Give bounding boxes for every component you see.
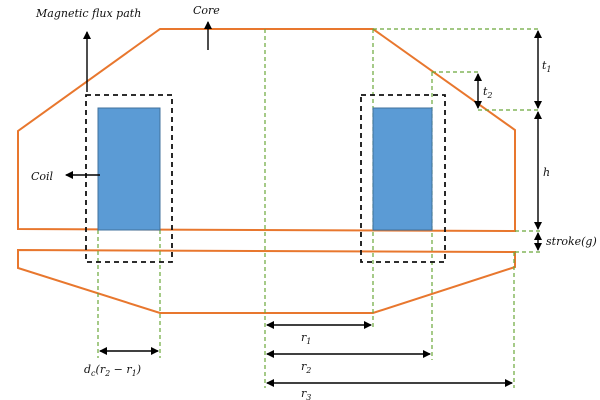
magnetic-flux-path-label: Magnetic flux path: [35, 7, 141, 20]
core-label: Core: [193, 4, 220, 17]
t2-label: t2: [483, 85, 493, 100]
stroke-label: stroke(g): [546, 235, 597, 248]
r3-label: r3: [301, 387, 311, 400]
r1-label: r1: [301, 331, 311, 346]
dimension-guides: [97, 28, 540, 388]
flux-box-right: [360, 94, 446, 263]
coil-thickness-label: dc(r2 − r1): [84, 363, 141, 378]
r2-label: r2: [301, 360, 311, 375]
coil-label: Coil: [31, 170, 54, 183]
core-upper-outline: [17, 28, 516, 233]
coil-left: [97, 107, 161, 231]
t1-label: t1: [542, 59, 552, 74]
h-label: h: [543, 166, 550, 179]
core-lower-outline: [17, 248, 516, 314]
flux-path-boxes: [85, 94, 446, 263]
coil-right: [372, 107, 433, 231]
arrows: [65, 21, 542, 387]
